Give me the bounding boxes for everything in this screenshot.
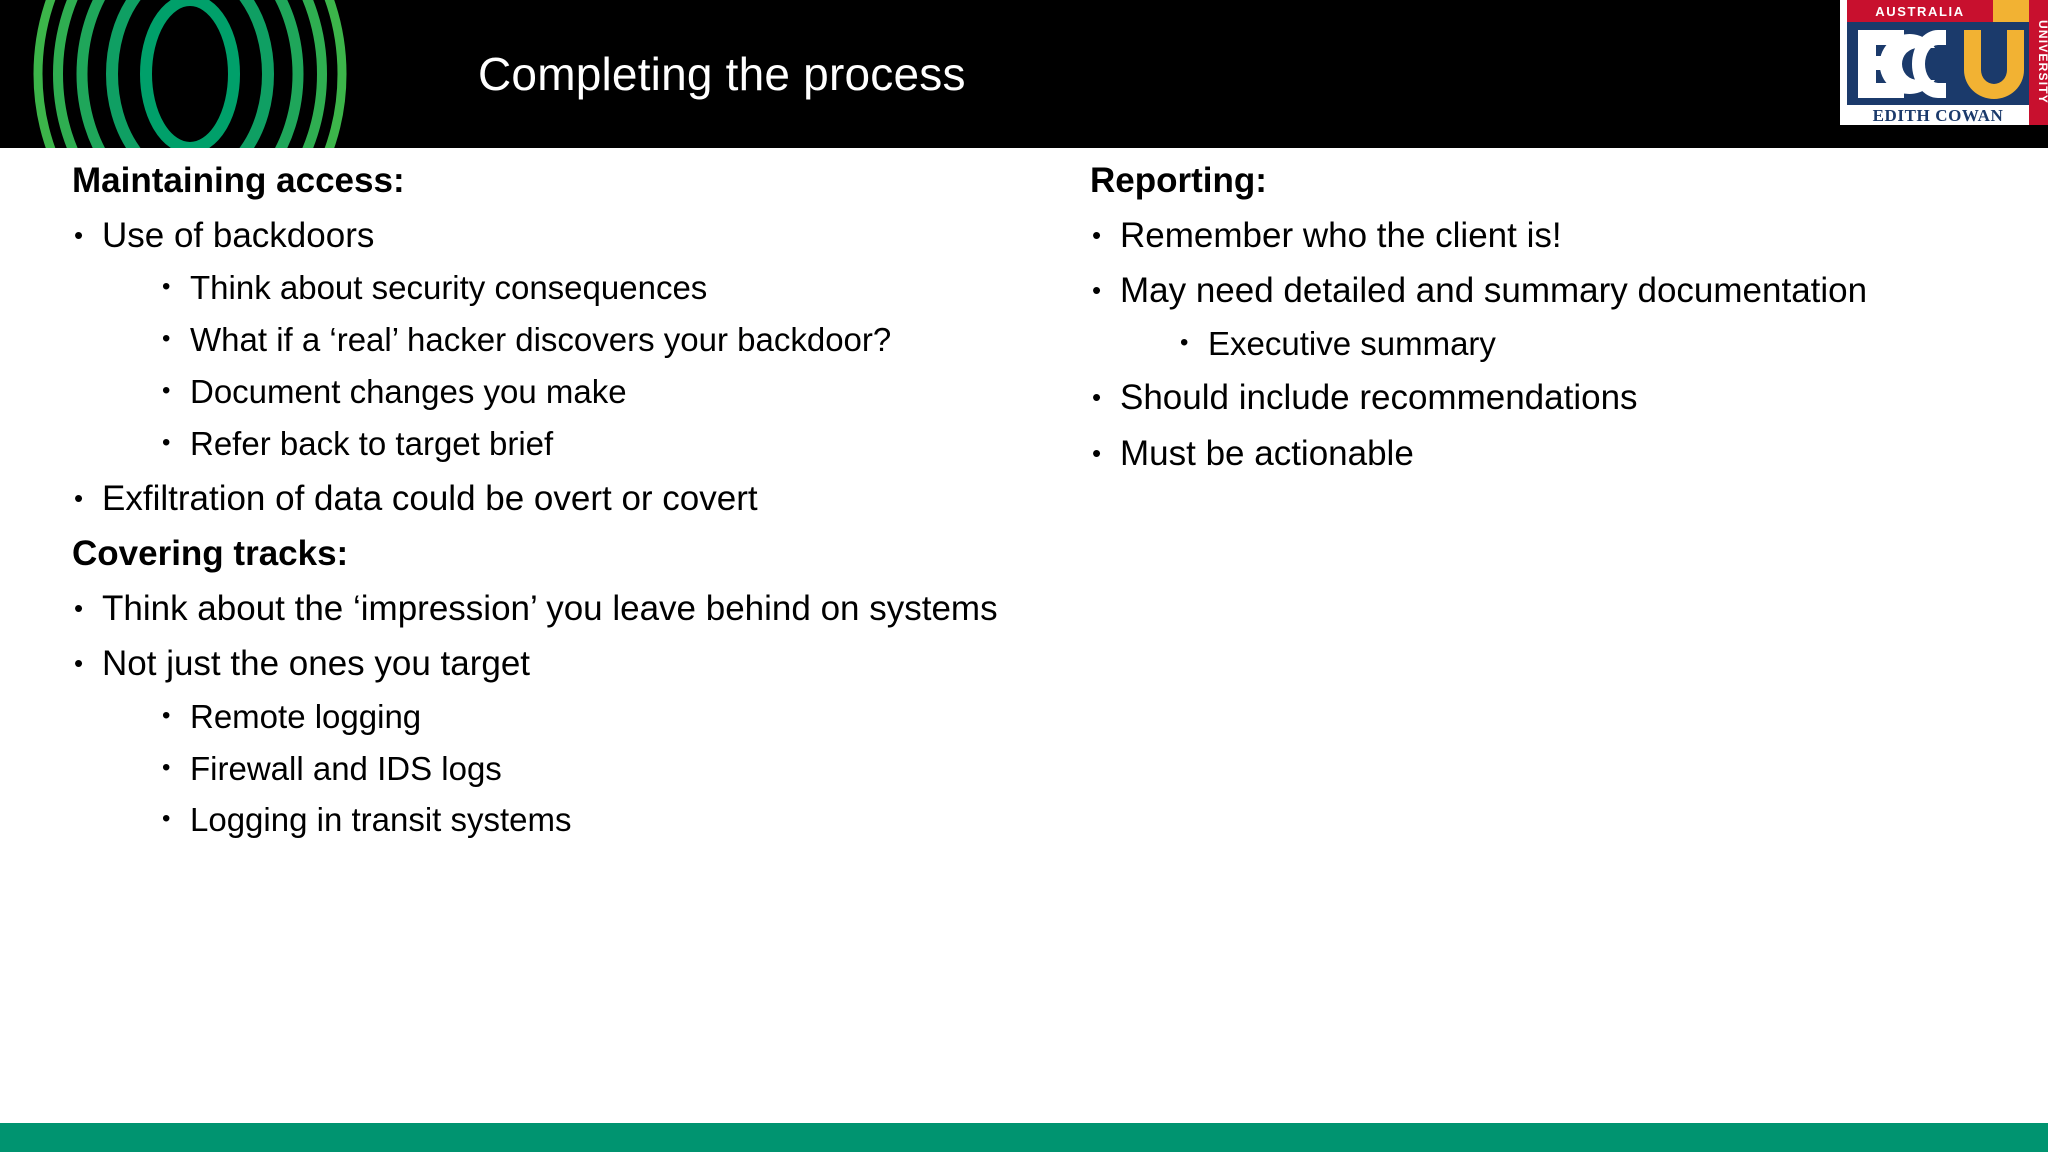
reporting-heading: Reporting:: [1090, 161, 1267, 200]
list-item: • Think about security consequences: [160, 267, 1082, 310]
ecu-logo: AUSTRALIA UNIVERSITY EDITH COWAN: [1840, 0, 2048, 125]
list-item: • Logging in transit systems: [160, 799, 1082, 842]
list-item-label: Use of backdoors: [102, 215, 375, 255]
list-item: • Remember who the client is!: [1090, 214, 1990, 258]
list-item-label: Logging in transit systems: [190, 801, 572, 839]
list-item-label: Remote logging: [190, 697, 422, 735]
bullet-icon: •: [1092, 382, 1102, 413]
list-item: • Executive summary: [1178, 323, 1990, 366]
bullet-icon: •: [1180, 328, 1189, 356]
list-item-label: Should include recommendations: [1120, 378, 1638, 418]
slide-body: Maintaining access: • Use of backdoors •…: [0, 148, 2048, 1123]
bullet-icon: •: [74, 219, 84, 250]
list-item: • Should include recommendations: [1090, 376, 1990, 420]
list-item: • Not just the ones you target • Remote …: [72, 642, 1082, 842]
list-item: • Document changes you make: [160, 371, 1082, 414]
list-item: • Remote logging: [160, 696, 1082, 739]
sub-list: • Executive summary: [1120, 323, 1990, 366]
list-item-label: Think about the ‘impression’ you leave b…: [102, 588, 998, 628]
svg-text:UNIVERSITY: UNIVERSITY: [2036, 20, 2048, 104]
bullet-icon: •: [1092, 275, 1102, 306]
list-item-label: Not just the ones you target: [102, 644, 531, 684]
concentric-rings-decoration: [0, 0, 460, 148]
list-item: • What if a ‘real’ hacker discovers your…: [160, 319, 1082, 362]
page-title: Completing the process: [478, 48, 966, 100]
list-item: • Exfiltration of data could be overt or…: [72, 477, 1082, 521]
covering-tracks-list: • Think about the ‘impression’ you leave…: [72, 587, 1082, 843]
list-item: • Firewall and IDS logs: [160, 748, 1082, 791]
bullet-icon: •: [162, 376, 171, 404]
list-item-label: What if a ‘real’ hacker discovers your b…: [190, 321, 892, 359]
sub-list: • Remote logging • Firewall and IDS logs…: [102, 696, 1082, 843]
maintaining-access-list: • Use of backdoors • Think about securit…: [72, 214, 1082, 521]
bullet-icon: •: [1092, 219, 1102, 250]
svg-text:AUSTRALIA: AUSTRALIA: [1875, 4, 1965, 19]
list-item-label: Refer back to target brief: [190, 424, 554, 462]
covering-tracks-heading: Covering tracks:: [72, 534, 349, 574]
list-item-label: Must be actionable: [1120, 433, 1414, 473]
bullet-icon: •: [74, 648, 84, 679]
bullet-icon: •: [162, 273, 171, 301]
sub-list: • Think about security consequences • Wh…: [102, 267, 1082, 466]
list-item: • Refer back to target brief: [160, 423, 1082, 466]
list-item-label: Remember who the client is!: [1120, 215, 1562, 255]
list-item-label: Firewall and IDS logs: [190, 749, 502, 787]
list-item: • Use of backdoors • Think about securit…: [72, 214, 1082, 466]
maintaining-access-heading: Maintaining access:: [72, 161, 405, 200]
list-item-label: Executive summary: [1208, 324, 1496, 362]
bullet-icon: •: [162, 753, 171, 781]
bullet-icon: •: [1092, 437, 1102, 468]
reporting-list: • Remember who the client is! • May need…: [1090, 214, 1990, 477]
footer-accent-bar: [0, 1123, 2048, 1152]
right-content-column: Reporting: • Remember who the client is!…: [1090, 148, 1990, 476]
bullet-icon: •: [74, 592, 84, 623]
bullet-icon: •: [162, 428, 171, 456]
list-item-label: Document changes you make: [190, 372, 627, 410]
list-item-label: Exfiltration of data could be overt or c…: [102, 478, 758, 518]
bullet-icon: •: [162, 701, 171, 729]
list-item-label: May need detailed and summary documentat…: [1120, 271, 1868, 311]
list-item: • May need detailed and summary document…: [1090, 269, 1990, 365]
svg-text:EDITH COWAN: EDITH COWAN: [1873, 106, 2004, 125]
bullet-icon: •: [162, 325, 171, 353]
bullet-icon: •: [162, 805, 171, 833]
left-content-column: Maintaining access: • Use of backdoors •…: [72, 148, 1082, 842]
bullet-icon: •: [74, 482, 84, 513]
slide-header: Completing the process AUSTRALIA: [0, 0, 2048, 148]
list-item: • Think about the ‘impression’ you leave…: [72, 587, 1082, 631]
list-item-label: Think about security consequences: [190, 269, 708, 307]
list-item: • Must be actionable: [1090, 432, 1990, 476]
